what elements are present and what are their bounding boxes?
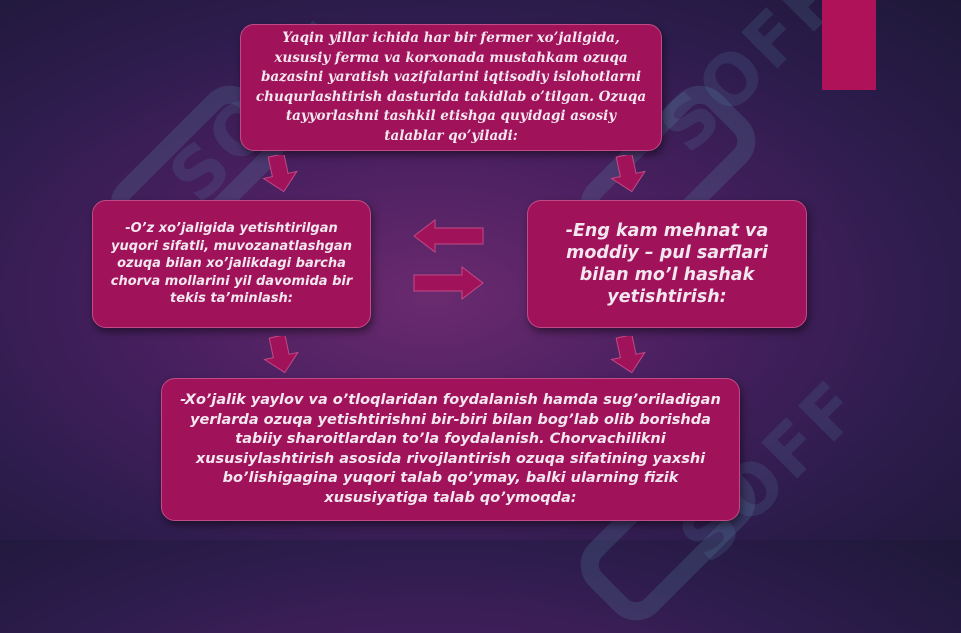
arrow-down-icon [262, 155, 298, 193]
arrow-right-icon [413, 266, 484, 300]
arrow-down-icon [263, 336, 299, 374]
requirement-text-right: -Eng kam mehnat va moddiy – pul sarflari… [565, 221, 769, 307]
accent-bar [822, 0, 876, 90]
requirement-box-bottom: -Xo’jalik yaylov va o’tloqlaridan foydal… [161, 378, 740, 521]
requirement-box-left: -O’z xo’jaligida yetishtirilgan yuqori s… [92, 200, 371, 328]
intro-box: Yaqin yillar ichida har bir fermer xo’ja… [240, 24, 662, 151]
requirement-text-left: -O’z xo’jaligida yetishtirilgan yuqori s… [110, 221, 353, 307]
arrow-left-icon [413, 219, 484, 253]
arrow-down-icon [610, 155, 646, 193]
requirement-box-right: -Eng kam mehnat va moddiy – pul sarflari… [527, 200, 807, 328]
requirement-text-bottom: -Xo’jalik yaylov va o’tloqlaridan foydal… [180, 392, 721, 506]
arrow-down-icon [610, 336, 646, 374]
intro-text: Yaqin yillar ichida har bir fermer xo’ja… [255, 30, 647, 144]
